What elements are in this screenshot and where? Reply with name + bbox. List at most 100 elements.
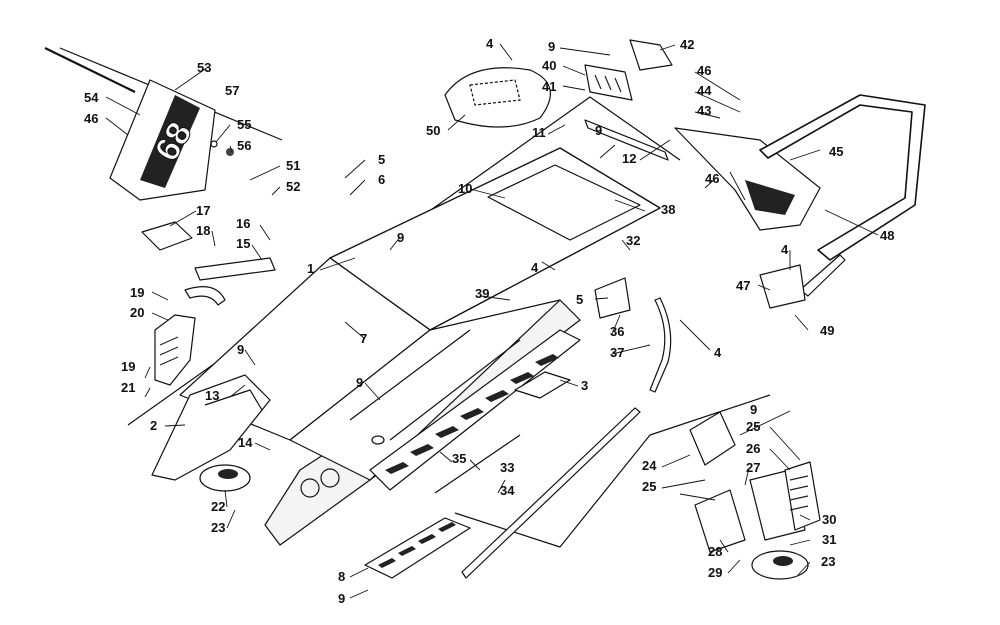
callout-label: 9 bbox=[397, 230, 405, 245]
callout-label: 20 bbox=[130, 305, 145, 320]
traction-plate bbox=[364, 517, 471, 579]
callout-label: 23 bbox=[821, 554, 836, 569]
callout-label: 13 bbox=[205, 388, 220, 403]
tunnel-inner-panel bbox=[487, 164, 641, 241]
callout-label: 35 bbox=[452, 451, 467, 466]
bolt bbox=[226, 148, 234, 156]
callout-label: 46 bbox=[84, 111, 99, 126]
callout-label: 54 bbox=[84, 90, 99, 105]
tunnel-hole bbox=[371, 435, 385, 445]
callout-label: 48 bbox=[880, 228, 895, 243]
callout-label: 56 bbox=[237, 138, 252, 153]
callout-label: 3 bbox=[581, 378, 589, 393]
snow-flap bbox=[674, 127, 821, 231]
callout-label: 6 bbox=[378, 172, 386, 187]
long-rail bbox=[461, 407, 641, 579]
chassis-cross-bar bbox=[349, 329, 521, 441]
plate-3 bbox=[514, 371, 571, 399]
callout-label: 55 bbox=[237, 117, 252, 132]
strap-37 bbox=[649, 297, 672, 393]
callout-label: 11 bbox=[532, 125, 546, 140]
callout-label: 5 bbox=[378, 152, 386, 167]
handle-bar-curve bbox=[184, 286, 226, 306]
callout-label: 51 bbox=[286, 158, 301, 173]
side-bracket-grill bbox=[159, 336, 179, 366]
callout-label: 32 bbox=[626, 233, 641, 248]
callout-label: 4 bbox=[486, 36, 494, 51]
side-cover-28 bbox=[694, 489, 746, 553]
leader-lines bbox=[105, 43, 879, 599]
callout-label: 9 bbox=[356, 375, 364, 390]
callout-label: 4 bbox=[714, 345, 722, 360]
callout-label: 34 bbox=[500, 483, 515, 498]
callout-label: 46 bbox=[705, 171, 720, 186]
side-cover-24 bbox=[689, 411, 736, 466]
callout-label: 16 bbox=[236, 216, 251, 231]
callout-label: 47 bbox=[736, 278, 751, 293]
decal-stripe bbox=[140, 95, 200, 188]
callout-label: 38 bbox=[661, 202, 676, 217]
callout-label: 9 bbox=[338, 591, 346, 606]
callout-label: 9 bbox=[595, 123, 603, 138]
callout-label: 25 bbox=[746, 419, 761, 434]
callout-label: 31 bbox=[822, 532, 837, 547]
handle-bar-small bbox=[194, 257, 276, 281]
callout-label: 44 bbox=[697, 83, 712, 98]
rear-bumper-end bbox=[799, 254, 846, 297]
callout-label: 1 bbox=[307, 261, 315, 276]
callout-label: 37 bbox=[610, 345, 625, 360]
rail-strip bbox=[584, 119, 669, 161]
strip bbox=[434, 434, 521, 494]
callout-label: 23 bbox=[211, 520, 226, 535]
callout-label: 50 bbox=[426, 123, 441, 138]
callout-label: 8 bbox=[338, 569, 346, 584]
callout-label: 53 bbox=[197, 60, 212, 75]
callout-label: 45 bbox=[829, 144, 844, 159]
callout-label: 40 bbox=[542, 58, 557, 73]
callout-label: 2 bbox=[150, 418, 158, 433]
callout-label: 52 bbox=[286, 179, 301, 194]
callout-label: 57 bbox=[225, 83, 240, 98]
foot-rail-slots bbox=[385, 354, 559, 474]
callout-label: 7 bbox=[360, 331, 368, 346]
callout-label: 5 bbox=[576, 292, 584, 307]
callout-label: 9 bbox=[237, 342, 245, 357]
callout-label: 18 bbox=[196, 223, 211, 238]
callout-label: 14 bbox=[238, 435, 253, 450]
group-outline-bottom bbox=[454, 434, 651, 548]
snow-flap-detail bbox=[745, 180, 795, 215]
callout-label: 4 bbox=[781, 242, 789, 257]
callout-label: 21 bbox=[121, 380, 136, 395]
callout-label: 28 bbox=[708, 544, 723, 559]
callout-label: 29 bbox=[708, 565, 723, 580]
callout-label: 33 bbox=[500, 460, 515, 475]
seat-pad bbox=[444, 67, 551, 128]
cap-17 bbox=[141, 221, 193, 251]
callout-label: 19 bbox=[121, 359, 136, 374]
tunnel-hole bbox=[300, 478, 320, 498]
callout-label: 12 bbox=[622, 151, 637, 166]
callout-label: 27 bbox=[746, 460, 761, 475]
hitch bbox=[759, 264, 806, 309]
callout-label: 39 bbox=[475, 286, 490, 301]
callout-label: 24 bbox=[642, 458, 657, 473]
bracket-36 bbox=[594, 277, 631, 319]
side-bracket bbox=[154, 314, 196, 386]
callout-label: 42 bbox=[680, 37, 695, 52]
callout-label: 15 bbox=[236, 236, 251, 251]
callout-label: 26 bbox=[746, 441, 761, 456]
callout-label: 10 bbox=[458, 181, 473, 196]
callout-label: 9 bbox=[750, 402, 758, 417]
running-board bbox=[289, 299, 561, 481]
callout-label: 30 bbox=[822, 512, 837, 527]
callout-label: 9 bbox=[548, 39, 556, 54]
front-bracket bbox=[151, 374, 271, 481]
callout-label: 46 bbox=[697, 63, 712, 78]
callout-label: 22 bbox=[211, 499, 226, 514]
vent-bracket bbox=[584, 64, 633, 101]
callout-label: 25 bbox=[642, 479, 657, 494]
traction-plate-slots bbox=[378, 522, 456, 568]
rear-bumper bbox=[759, 94, 926, 261]
